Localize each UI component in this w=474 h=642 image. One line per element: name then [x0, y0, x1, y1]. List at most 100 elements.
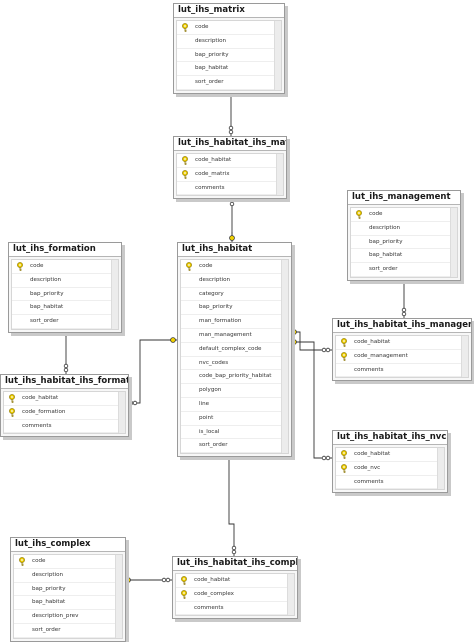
column-row[interactable]: code_habitat — [4, 392, 118, 406]
column-row[interactable]: bap_priority — [177, 49, 274, 63]
column-row[interactable]: comments — [177, 182, 276, 196]
column-row[interactable]: code — [12, 260, 111, 274]
column-name: code — [199, 263, 213, 269]
column-row[interactable]: description — [14, 569, 115, 583]
scrollbar[interactable] — [461, 336, 468, 378]
column-name: is_local — [199, 428, 220, 435]
table-lut-ihs-habitat-ihs-management[interactable]: lut_ihs_habitat_ihs_managementcode_habit… — [332, 318, 472, 382]
scrollbar[interactable] — [276, 154, 283, 196]
column-row[interactable]: code_habitat — [336, 448, 437, 462]
infinity-end-icon — [231, 545, 237, 555]
column-name: description — [30, 276, 62, 283]
scrollbar[interactable] — [111, 260, 118, 329]
column-row[interactable]: bap_habitat — [351, 249, 450, 264]
column-name: description — [32, 571, 64, 578]
column-row[interactable]: code_bap_priority_habitat — [181, 370, 281, 385]
column-name: code_formation — [22, 408, 66, 415]
column-row[interactable]: sort_order — [12, 315, 111, 329]
scrollbar[interactable] — [118, 392, 125, 434]
column-row[interactable]: bap_priority — [12, 288, 111, 302]
relationship-line — [290, 331, 332, 351]
scrollbar[interactable] — [115, 555, 122, 638]
column-name: bap_priority — [199, 304, 233, 311]
column-row[interactable]: description — [12, 274, 111, 288]
key-end-icon — [229, 232, 235, 241]
column-name: bap_habitat — [195, 65, 229, 72]
column-name: description — [199, 276, 231, 283]
column-row[interactable]: is_local — [181, 426, 281, 440]
table-title: lut_ihs_management — [348, 191, 460, 205]
column-row[interactable]: man_management — [181, 329, 281, 343]
column-row[interactable]: code_habitat — [336, 336, 461, 350]
key-end-icon — [291, 329, 300, 335]
column-row[interactable]: sort_order — [351, 263, 450, 277]
infinity-end-icon — [228, 125, 234, 135]
column-row[interactable]: code — [351, 208, 450, 222]
column-row[interactable]: bap_habitat — [12, 301, 111, 316]
column-name: code — [30, 263, 44, 269]
column-row[interactable]: bap_habitat — [177, 62, 274, 77]
scrollbar[interactable] — [450, 208, 457, 277]
column-row[interactable]: description — [177, 35, 274, 49]
column-row[interactable]: bap_priority — [181, 301, 281, 316]
column-row[interactable]: code_complex — [176, 588, 287, 602]
scrollbar[interactable] — [274, 21, 281, 90]
column-row[interactable]: code_management — [336, 350, 461, 364]
column-name: bap_priority — [369, 238, 403, 245]
table-lut-ihs-habitat-ihs-matrix[interactable]: lut_ihs_habitat_ihs_matrixcode_habitatco… — [173, 136, 287, 200]
key-end-icon — [291, 339, 300, 345]
column-row[interactable]: comments — [336, 476, 437, 490]
column-row[interactable]: line — [181, 398, 281, 412]
column-row[interactable]: comments — [4, 420, 118, 434]
column-name: code — [369, 211, 383, 217]
column-row[interactable]: code — [181, 260, 281, 274]
column-name: code_habitat — [194, 577, 231, 583]
column-row[interactable]: polygon — [181, 384, 281, 398]
column-name: description — [369, 224, 401, 231]
column-row[interactable]: default_complex_code — [181, 343, 281, 357]
scrollbar[interactable] — [287, 574, 294, 616]
column-row[interactable]: category — [181, 288, 281, 302]
scrollbar[interactable] — [281, 260, 288, 454]
column-name: sort_order — [32, 626, 61, 633]
column-row[interactable]: code — [14, 555, 115, 569]
column-row[interactable]: code_formation — [4, 406, 118, 420]
column-name: line — [199, 400, 210, 407]
column-row[interactable]: bap_habitat — [14, 596, 115, 611]
column-row[interactable]: bap_priority — [14, 583, 115, 597]
column-row[interactable]: code_nvc — [336, 462, 437, 476]
column-row[interactable]: code_matrix — [177, 168, 276, 182]
table-lut-ihs-habitat-ihs-formation[interactable]: lut_ihs_habitat_ihs_formationcode_habita… — [0, 374, 129, 438]
column-row[interactable]: sort_order — [14, 624, 115, 638]
column-row[interactable]: description_prev — [14, 610, 115, 624]
column-row[interactable]: description — [351, 222, 450, 236]
column-row[interactable]: sort_order — [177, 76, 274, 90]
column-row[interactable]: code — [177, 21, 274, 35]
column-row[interactable]: sort_order — [181, 439, 281, 454]
column-row[interactable]: man_formation — [181, 315, 281, 329]
column-row[interactable]: code_habitat — [176, 574, 287, 588]
column-name: comments — [354, 366, 384, 373]
column-name: code_bap_priority_habitat — [199, 373, 272, 380]
column-row[interactable]: bap_priority — [351, 236, 450, 250]
column-name: code — [195, 24, 209, 30]
column-row[interactable]: point — [181, 412, 281, 426]
column-row[interactable]: comments — [336, 364, 461, 378]
column-row[interactable]: description — [181, 274, 281, 288]
column-row[interactable]: nvc_codes — [181, 357, 281, 371]
column-row[interactable]: code_habitat — [177, 154, 276, 168]
scrollbar[interactable] — [437, 448, 444, 490]
column-row[interactable]: comments — [176, 602, 287, 616]
